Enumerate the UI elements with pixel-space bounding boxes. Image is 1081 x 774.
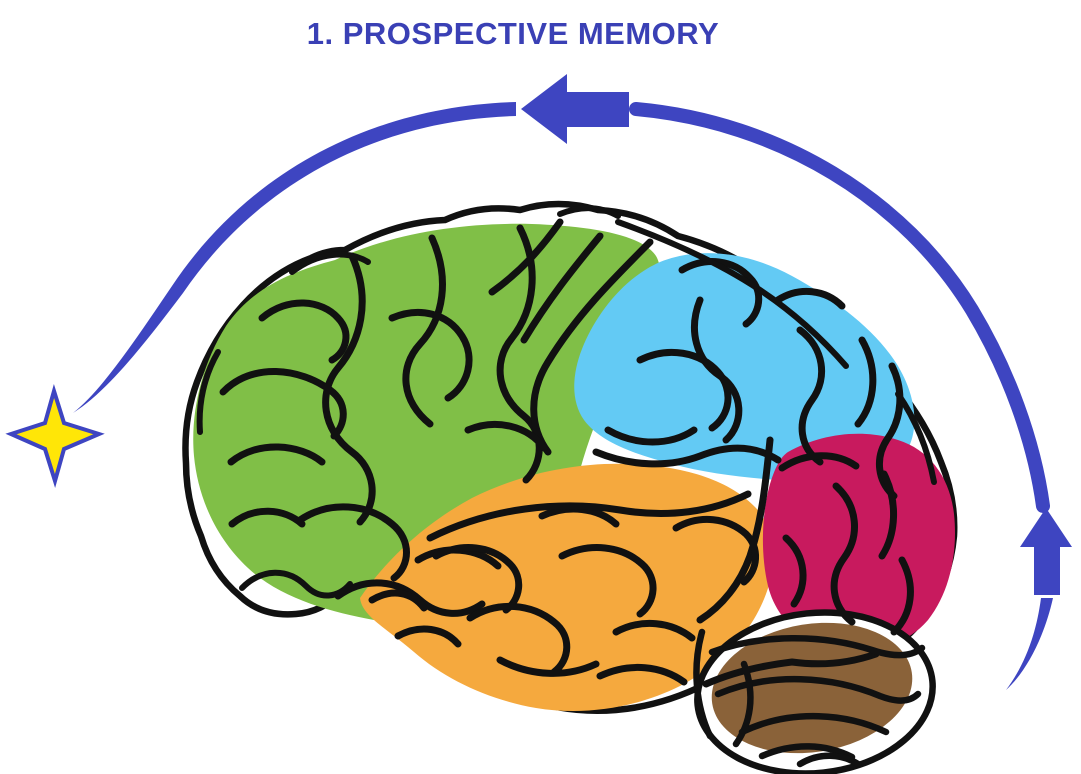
folia-line — [708, 635, 926, 659]
sulcus-line — [678, 258, 763, 328]
sulcus-line — [778, 452, 860, 472]
sulcus-line — [592, 444, 782, 468]
folia-line — [758, 743, 856, 761]
sulcus-line — [890, 556, 914, 636]
cycle-arc-right — [629, 102, 1050, 513]
sulcus-line — [796, 326, 826, 466]
sulcus-line — [774, 287, 846, 310]
sulcus-line — [604, 426, 698, 446]
sulcus-line — [388, 308, 473, 402]
folia-line — [796, 752, 862, 768]
brain-bottom-edge-line — [702, 650, 880, 688]
sulcus-line — [878, 470, 897, 560]
sulcus-line — [466, 602, 571, 676]
outline-detail-line — [615, 219, 849, 369]
sulcus-line — [219, 368, 347, 440]
sulcus-line — [596, 663, 688, 686]
sulcus-line — [636, 348, 732, 432]
page-title: 1. PROSPECTIVE MEMORY — [307, 16, 719, 51]
sulcus-line — [696, 436, 774, 624]
sulcus-line — [296, 503, 410, 582]
sulcus-line — [830, 482, 858, 626]
arrow-left-icon — [521, 74, 629, 144]
cerebellum-folia-lines — [693, 628, 926, 768]
arrow-up-icon — [1020, 508, 1072, 595]
outline-detail-line — [895, 391, 937, 485]
sulcus-line — [558, 544, 657, 618]
sulcus-line — [368, 589, 428, 612]
sulcus-line — [672, 515, 759, 586]
folia-line — [738, 712, 890, 736]
sulcus-line — [228, 507, 306, 528]
outline-detail-line — [557, 205, 621, 219]
sulci-lines — [196, 205, 937, 686]
sulcus-line — [426, 490, 752, 542]
sulcus-line — [488, 218, 564, 296]
sulcus-line — [854, 336, 877, 428]
sulcus-line — [402, 234, 446, 428]
sulcus-line — [782, 534, 807, 608]
folia-line — [714, 676, 922, 704]
sulcus-line — [394, 625, 462, 648]
sulcus-line — [530, 238, 654, 456]
parietal-lobe-region — [574, 253, 915, 483]
sulcus-line — [227, 443, 326, 466]
sulcus-line — [612, 619, 696, 642]
cycle-arc-tail — [1006, 598, 1053, 690]
sulcus-line — [496, 656, 600, 677]
sulcus-line — [258, 299, 350, 364]
outline-detail-line — [239, 569, 353, 599]
outline-detail-line — [289, 251, 371, 275]
sulcus-line — [322, 252, 376, 526]
sulcus-line — [432, 544, 523, 614]
sulcus-line — [520, 232, 604, 344]
outline-detail-line — [196, 349, 221, 435]
folia-line — [693, 628, 714, 740]
four-pointed-star-icon — [5, 383, 105, 489]
sulcus-line — [464, 420, 548, 452]
folia-line — [732, 660, 754, 748]
sulcus-line — [875, 362, 904, 500]
